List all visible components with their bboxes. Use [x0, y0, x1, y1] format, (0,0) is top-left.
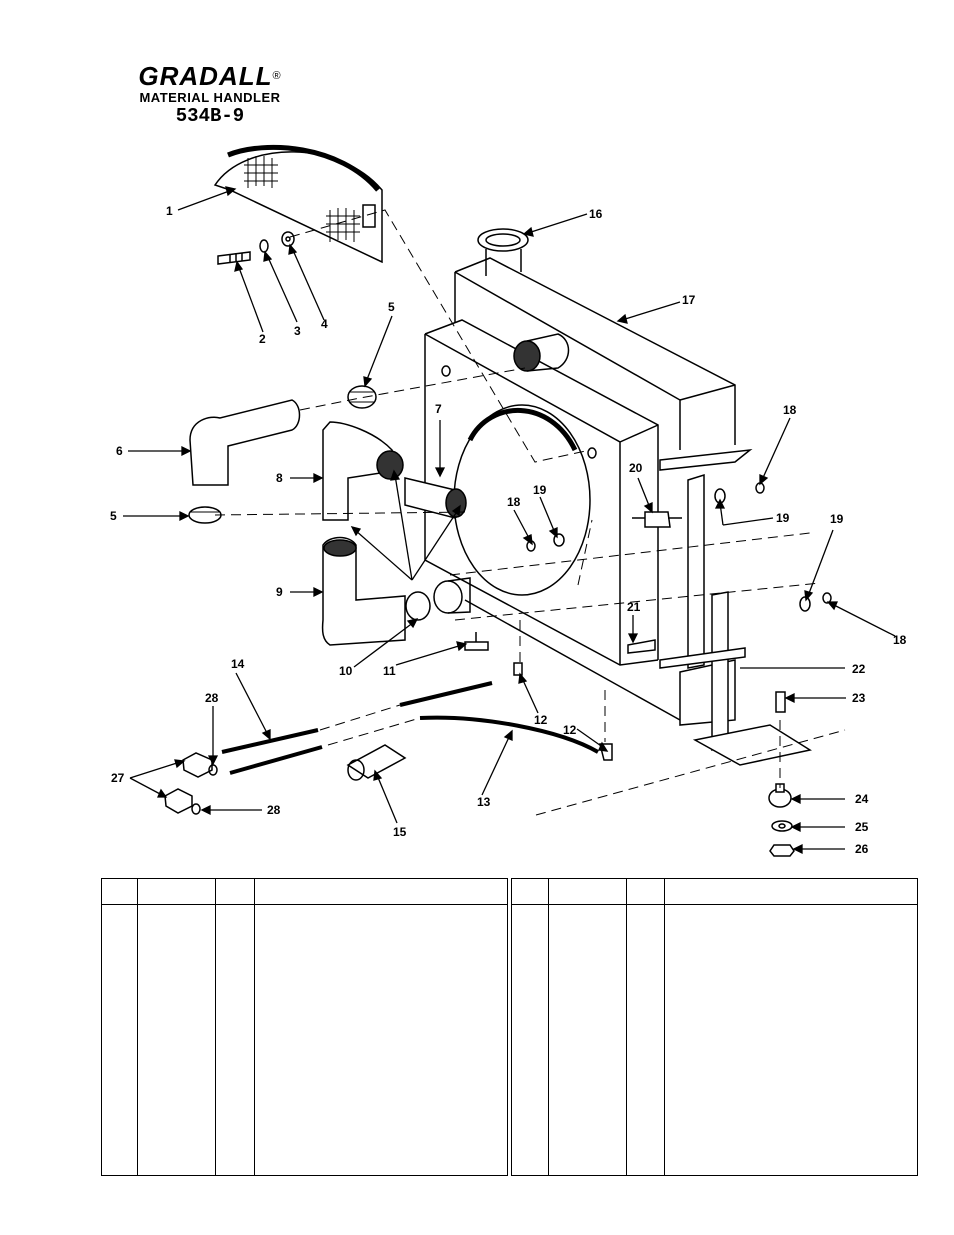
callout-26: 26: [855, 842, 869, 856]
column-item: [512, 879, 549, 1175]
callout-2: 2: [259, 332, 266, 346]
callout-22: 22: [852, 662, 866, 676]
callout-9: 9: [276, 585, 283, 599]
callout-4: 4: [321, 317, 328, 331]
callout-8: 8: [276, 471, 283, 485]
brand-subtitle: MATERIAL HANDLER: [139, 90, 281, 105]
callout-18c: 18: [893, 633, 907, 647]
callout-10: 10: [339, 664, 353, 678]
parts-table-left: [101, 878, 508, 1176]
callout-15: 15: [393, 825, 407, 839]
callout-21: 21: [627, 600, 641, 614]
callout-13: 13: [477, 795, 491, 809]
parts-table-right: [511, 878, 918, 1176]
column-part-number: [548, 879, 627, 1175]
callout-18b: 18: [507, 495, 521, 509]
callout-19c: 19: [830, 512, 844, 526]
table-header-rule: [102, 904, 507, 905]
callout-11: 11: [383, 664, 396, 678]
callout-23: 23: [852, 691, 866, 705]
callout-3: 3: [294, 324, 301, 338]
callout-6: 6: [116, 444, 123, 458]
table-header-rule: [512, 904, 917, 905]
callout-27: 27: [111, 771, 125, 785]
callout-14: 14: [231, 657, 245, 671]
callout-7: 7: [435, 402, 442, 416]
brand-name: GRADALL®: [138, 61, 282, 91]
callout-5a: 5: [388, 300, 395, 314]
model-number: 534B-9: [175, 105, 245, 127]
gradall-logo: GRADALL® MATERIAL HANDLER 534B-9: [110, 62, 310, 127]
callout-12a: 12: [534, 713, 548, 727]
column-item: [102, 879, 138, 1175]
column-part-number: [137, 879, 216, 1175]
callout-12b: 12: [563, 723, 577, 737]
callout-24: 24: [855, 792, 869, 806]
callout-16: 16: [589, 207, 603, 221]
column-quantity: [215, 879, 255, 1175]
callout-18a: 18: [783, 403, 797, 417]
callout-1: 1: [166, 204, 173, 218]
column-quantity: [626, 879, 665, 1175]
callout-5b: 5: [110, 509, 117, 523]
exploded-parts-diagram: 1 2 3 4 5 5 6 7 8 9 10 11 12 12 13 14 15…: [110, 144, 907, 857]
callout-28b: 28: [267, 803, 281, 817]
callout-19b: 19: [776, 511, 790, 525]
callout-25: 25: [855, 820, 869, 834]
callout-19a: 19: [533, 483, 547, 497]
callout-17: 17: [682, 293, 696, 307]
callout-28a: 28: [205, 691, 219, 705]
callout-20: 20: [629, 461, 643, 475]
